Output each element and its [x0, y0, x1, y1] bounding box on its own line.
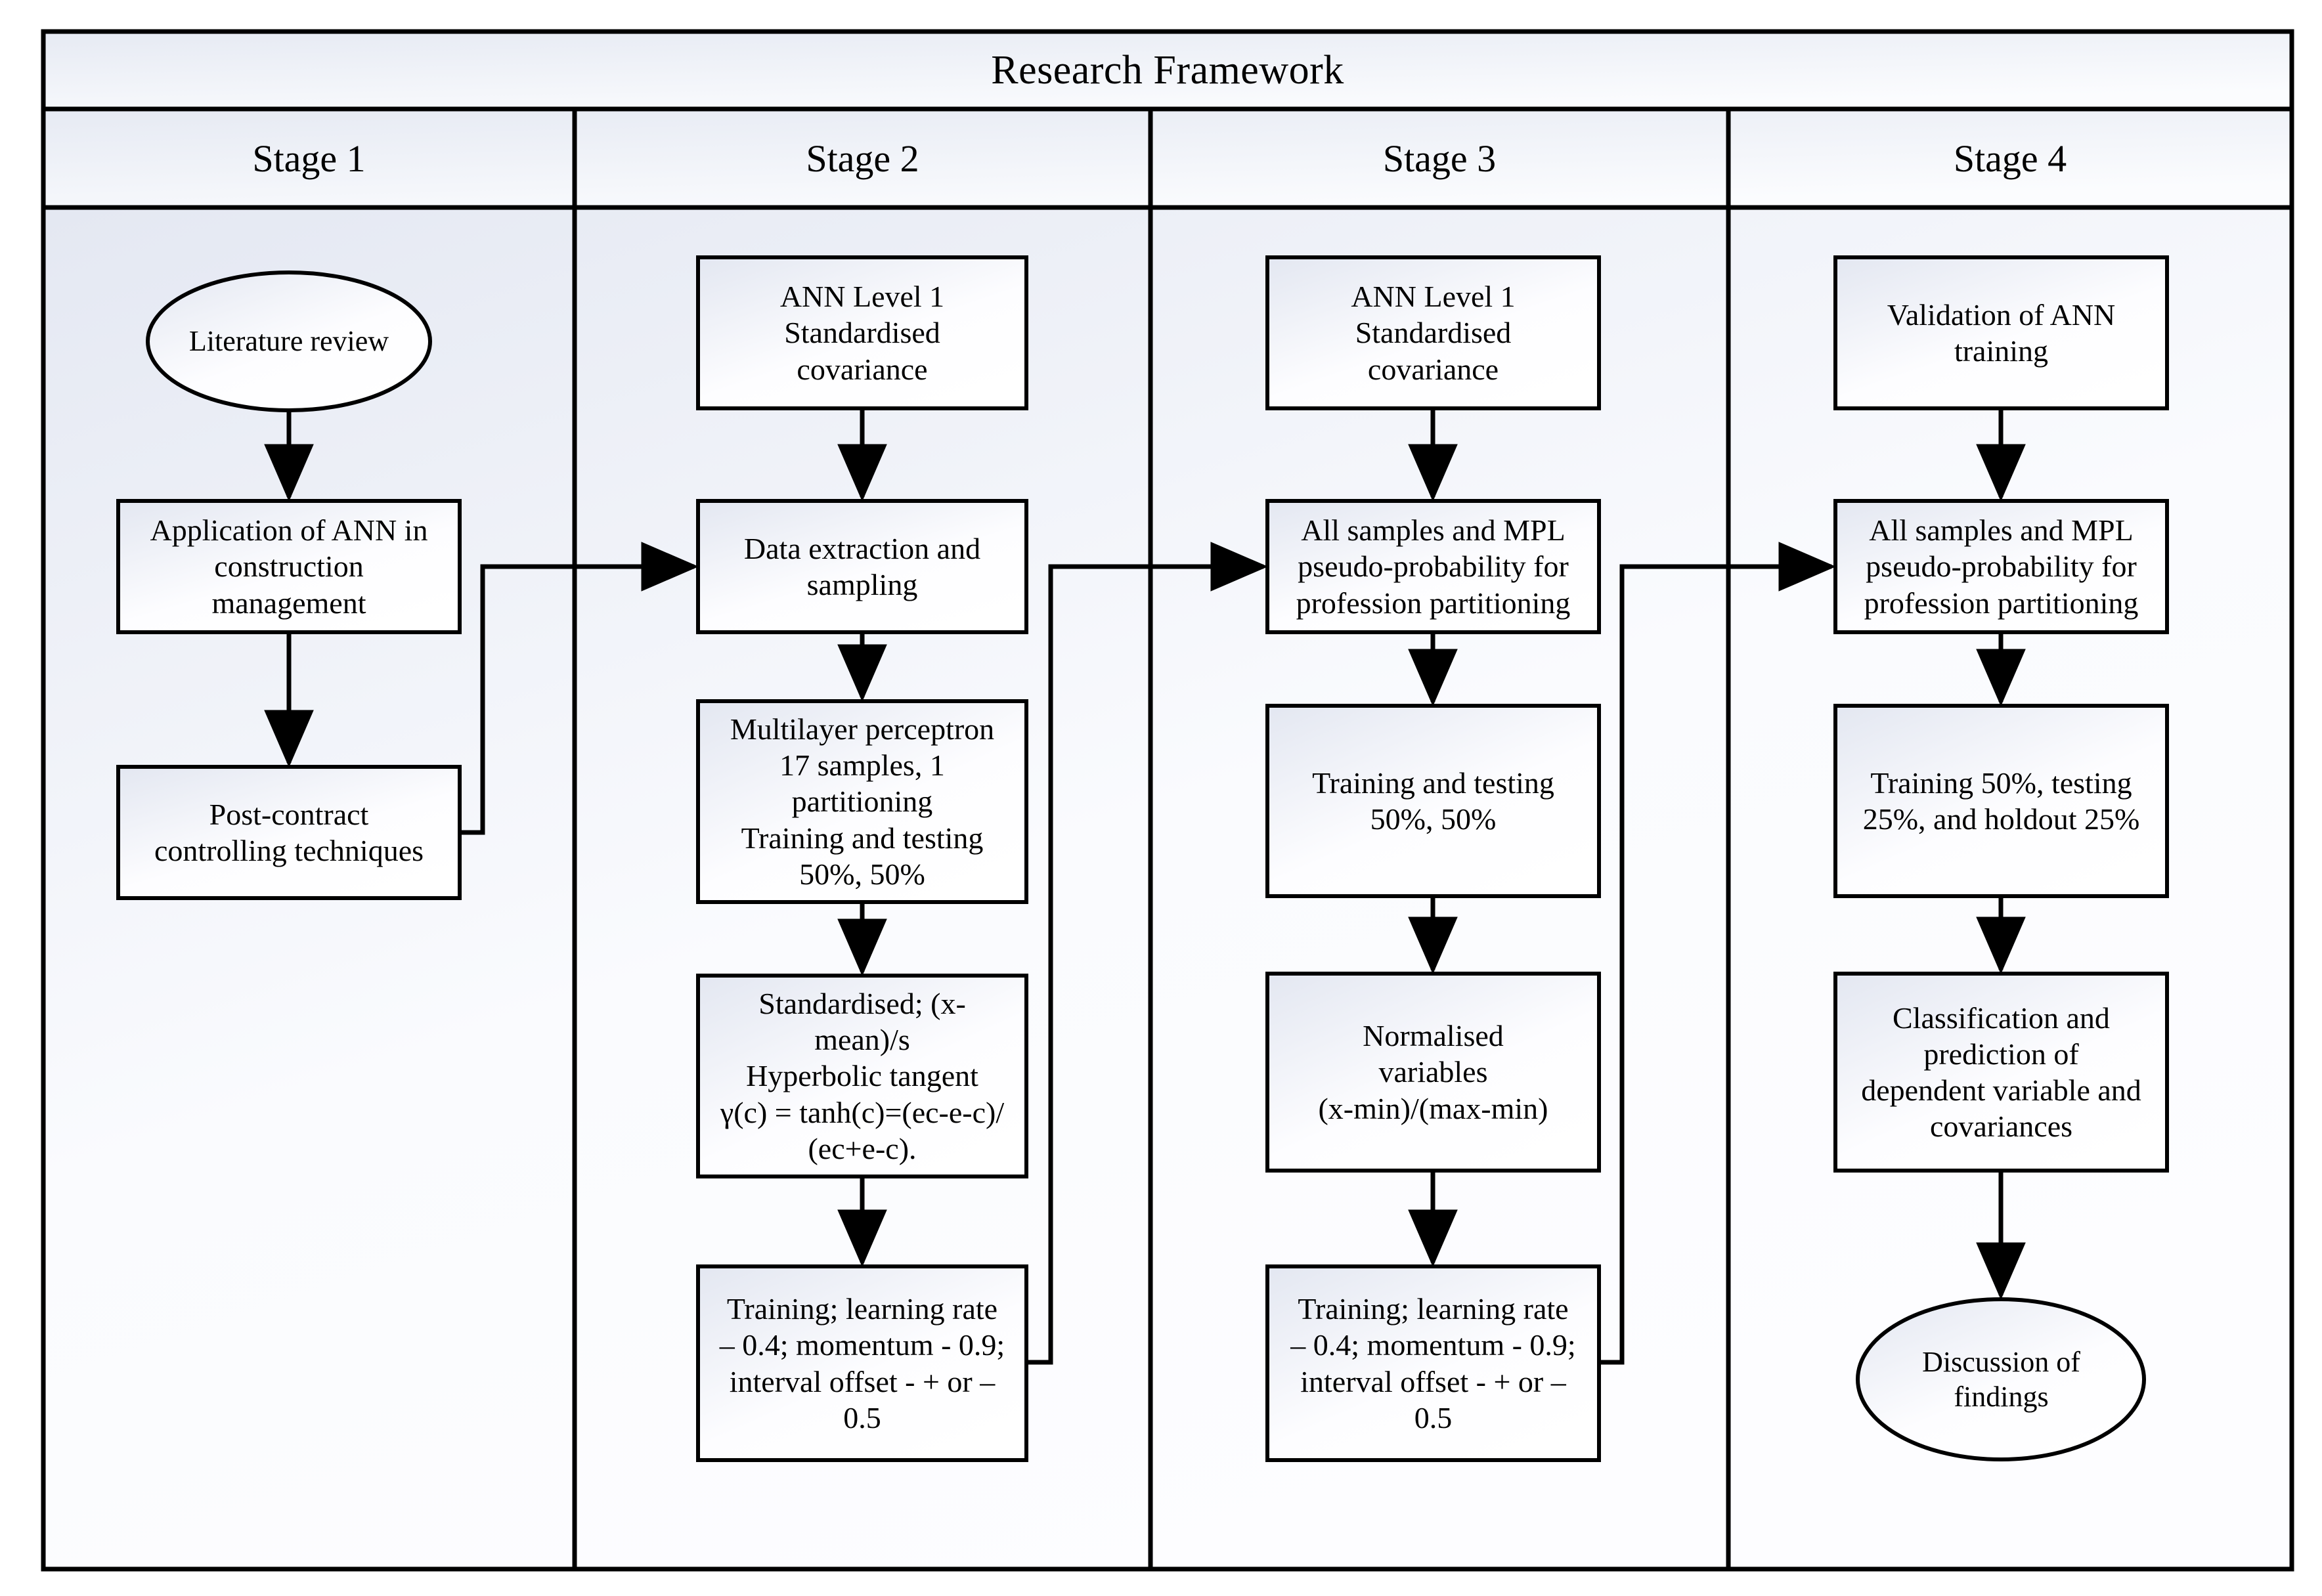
column-header-stage-2: Stage 2: [806, 137, 919, 180]
node-s2-ann-level-1: [696, 255, 1028, 410]
node-label-validation-of-ann: Validation of ANN training: [1887, 297, 2116, 368]
stage2-nodes: [696, 255, 1028, 1462]
node-data-extraction: [696, 499, 1028, 634]
node-label-post-contract: Post-contract controlling techniques: [154, 797, 424, 867]
node-s2-training-params: [696, 1264, 1028, 1462]
node-label-multilayer-perceptron: Multilayer perceptron 17 samples, 1 part…: [730, 712, 995, 891]
node-s4-all-samples-mpl: [1833, 499, 2169, 634]
node-classification-prediction: [1833, 972, 2169, 1173]
node-normalised-variables: [1265, 972, 1601, 1173]
connectors: [264, 408, 2026, 1365]
column-header-stage-3: Stage 3: [1382, 137, 1497, 180]
node-label-s4-all-samples-mpl: All samples and MPL pseudo-probability f…: [1864, 513, 2139, 620]
column-header-stage-1: Stage 1: [252, 137, 366, 180]
node-label-discussion-of-findings: Discussion of findings: [1922, 1345, 2080, 1413]
stage3-nodes: [1265, 255, 1601, 1462]
node-label-s3-training-params: Training; learning rate – 0.4; momentum …: [1290, 1292, 1576, 1434]
node-label-normalised-variables: Normalised variables (x-min)/(max-min): [1318, 1019, 1548, 1125]
node-label-s3-ann-level-1: ANN Level 1 Standardised covariance: [1351, 280, 1516, 386]
node-post-contract: [116, 765, 462, 900]
edge-s3n5-s4n2: [1599, 542, 1836, 1365]
node-label-s2-training-params: Training; learning rate – 0.4; momentum …: [719, 1292, 1005, 1434]
node-label-s2-ann-level-1: ANN Level 1 Standardised covariance: [779, 280, 945, 386]
column-dividers: [572, 109, 1731, 1569]
node-label-standardised-formula: Standardised; (x- mean)/s Hyperbolic tan…: [720, 987, 1005, 1165]
node-validation-of-ann: [1833, 255, 2169, 410]
column-header-stage-4: Stage 4: [1953, 137, 2067, 180]
node-label-training-testing-holdout: Training 50%, testing 25%, and holdout 2…: [1862, 766, 2140, 836]
edge-s1n3-s2n2: [460, 542, 699, 835]
node-label-data-extraction: Data extraction and sampling: [743, 531, 981, 601]
node-label-literature-review: Literature review: [188, 324, 389, 357]
page-title: Research Framework: [991, 47, 1344, 93]
node-label-s3-all-samples-mpl: All samples and MPL pseudo-probability f…: [1296, 513, 1571, 620]
node-label-s3-training-testing: Training and testing 50%, 50%: [1312, 766, 1554, 836]
edge-s2n5-s3n2: [1026, 542, 1268, 1365]
node-s3-ann-level-1: [1265, 255, 1601, 410]
node-multilayer-perceptron: [696, 699, 1028, 904]
node-s3-training-testing: [1265, 704, 1601, 898]
node-label-classification-prediction: Classification and prediction of depende…: [1861, 1001, 2141, 1144]
node-label-application-of-ann: Application of ANN in construction manag…: [150, 513, 428, 620]
